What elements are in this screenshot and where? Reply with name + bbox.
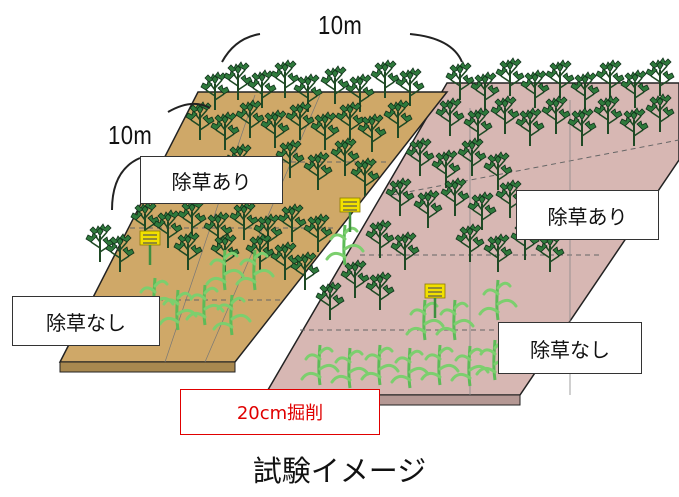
left-dimension-arc [111,102,211,211]
diagram-caption: 試験イメージ [252,454,427,488]
label-right-weeded: 除草あり [516,190,659,240]
top-dimension-label: 10m [318,10,363,40]
label-left-unweeded: 除草なし [12,296,160,346]
left-dimension-label: 10m [108,120,153,150]
left-field-plot [58,91,449,373]
label-left-weeded: 除草あり [140,156,283,204]
top-dimension-arc [221,33,463,63]
label-right-unweeded: 除草なし [498,322,642,374]
excavation-label: 20cm掘削 [180,389,380,435]
